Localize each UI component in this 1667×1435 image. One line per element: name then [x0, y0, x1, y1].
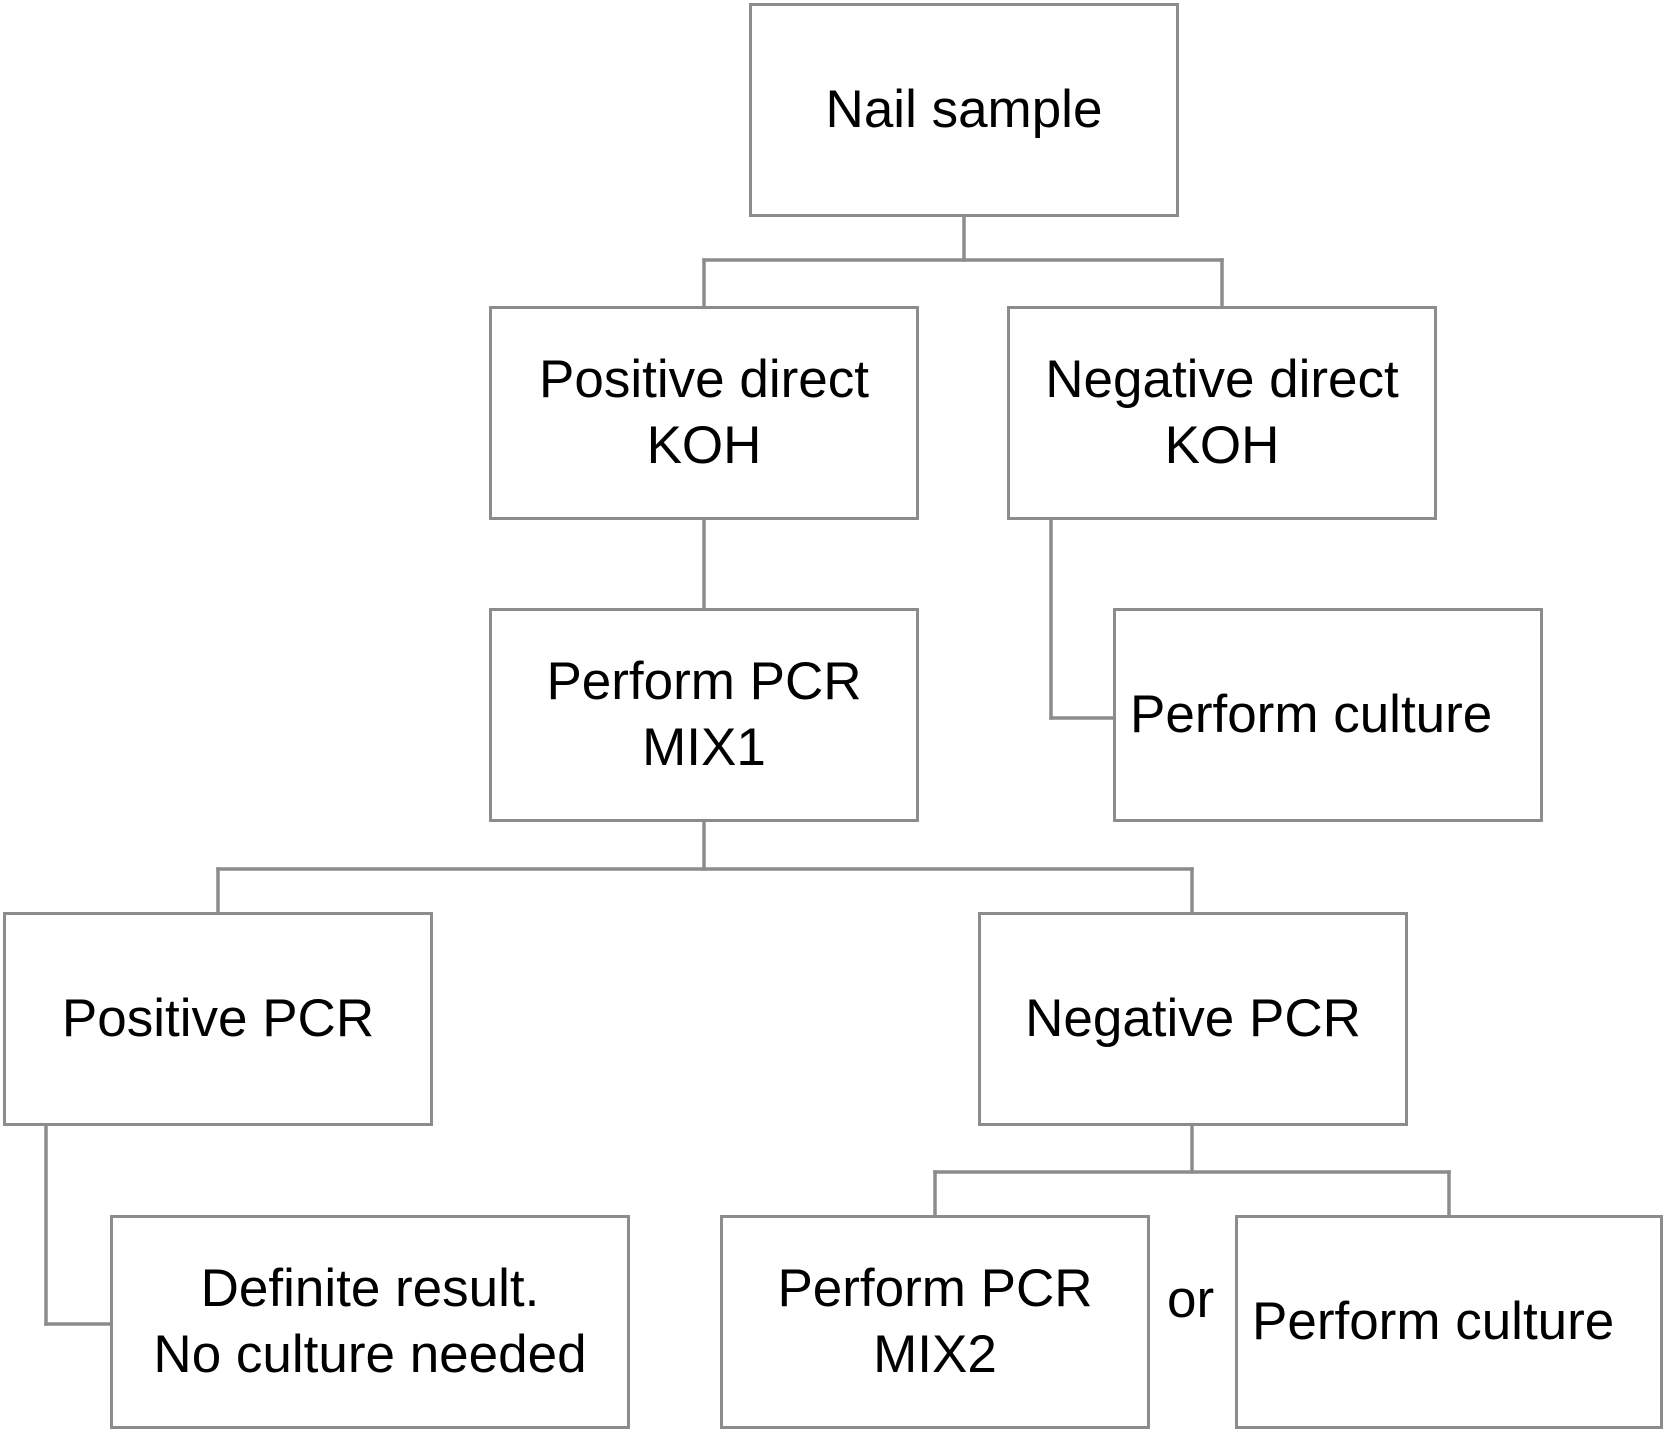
node-positive-koh-label: Positive direct KOH: [539, 350, 869, 475]
node-negative-pcr-label: Negative PCR: [1025, 989, 1361, 1048]
node-positive-pcr-label: Positive PCR: [61, 989, 375, 1048]
node-perform-culture-koh: Perform culture: [1113, 608, 1543, 822]
node-perform-pcr-mix1-label: Perform PCR MIX1: [546, 652, 862, 777]
node-perform-culture-pcr: Perform culture: [1235, 1215, 1663, 1429]
node-perform-culture-koh-label: Perform culture: [1130, 685, 1493, 744]
node-perform-pcr-mix2: Perform PCR MIX2: [720, 1215, 1150, 1429]
node-perform-culture-pcr-label: Perform culture: [1252, 1292, 1615, 1351]
node-nail-sample: Nail sample: [749, 3, 1179, 217]
node-positive-pcr: Positive PCR: [3, 912, 433, 1126]
node-definite-result-label: Definite result. No culture needed: [153, 1259, 587, 1384]
node-negative-pcr: Negative PCR: [978, 912, 1408, 1126]
node-perform-pcr-mix1: Perform PCR MIX1: [489, 608, 919, 822]
node-definite-result: Definite result. No culture needed: [110, 1215, 630, 1429]
or-label: or: [1167, 1270, 1215, 1329]
node-negative-koh-label: Negative direct KOH: [1045, 350, 1399, 475]
node-negative-koh: Negative direct KOH: [1007, 306, 1437, 520]
node-positive-koh: Positive direct KOH: [489, 306, 919, 520]
node-nail-sample-label: Nail sample: [825, 80, 1103, 139]
node-perform-pcr-mix2-label: Perform PCR MIX2: [777, 1259, 1093, 1384]
